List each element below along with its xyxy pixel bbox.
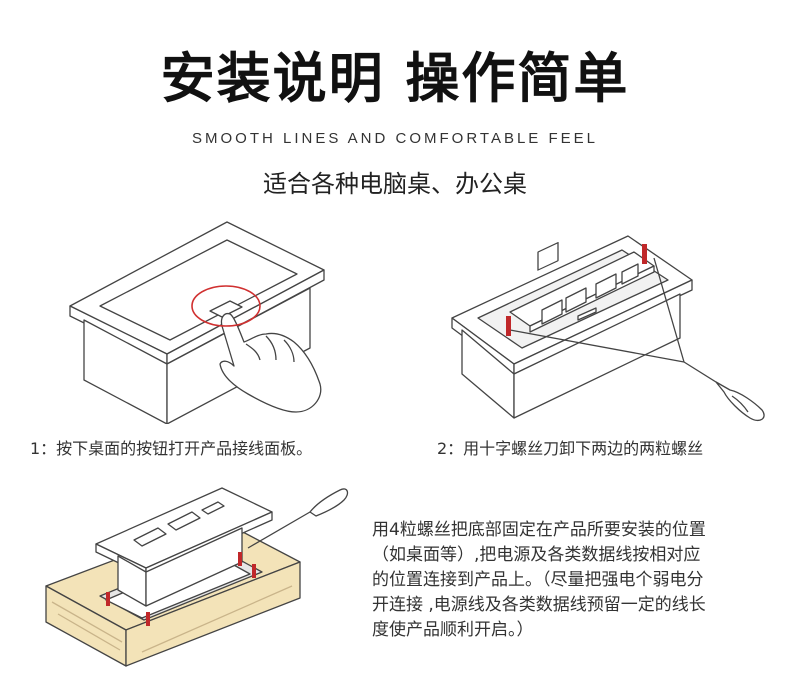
step3-line: 的位置连接到产品上。（尽量把强电个弱电分 — [372, 570, 704, 590]
subtitle-chinese: 适合各种电脑桌、办公桌 — [263, 170, 527, 198]
mount-on-desk-illustration — [45, 487, 349, 667]
step3-line: 度使产品顺利开启。） — [372, 620, 534, 640]
step3-line: 开连接 ,电源线及各类数据线预留一定的线长 — [372, 595, 706, 615]
subtitle-english: SMOOTH LINES AND COMFORTABLE FEEL — [191, 130, 598, 147]
step2-caption: 2：用十字螺丝刀卸下两边的两粒螺丝 — [437, 439, 704, 458]
step1-caption: 1：按下桌面的按钮打开产品接线面板。 — [30, 439, 313, 458]
screwdriver-remove-illustration — [451, 235, 765, 422]
step3-line: （如桌面等）,把电源及各类数据线按相对应 — [372, 545, 701, 565]
step3-line: 用4粒螺丝把底部固定在产品所要安装的位置 — [372, 520, 706, 540]
step3-instructions: 用4粒螺丝把底部固定在产品所要安装的位置 （如桌面等）,把电源及各类数据线按相对… — [372, 518, 767, 643]
page-title: 安装说明 操作简单 — [160, 47, 630, 110]
press-button-illustration — [69, 221, 325, 424]
